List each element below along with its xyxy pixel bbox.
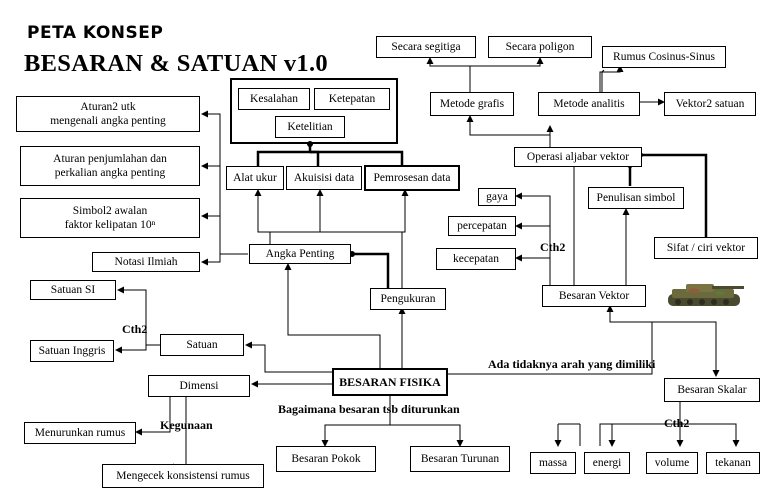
node-menurunkan-rumus: Menurunkan rumus [24,422,136,444]
node-mengecek-konsistensi: Mengecek konsistensi rumus [102,464,264,488]
node-besaran-pokok: Besaran Pokok [276,446,376,472]
node-secara-segitiga: Secara segitiga [376,36,476,58]
title-besaran-satuan: BESARAN & SATUAN v1.0 [24,50,328,77]
tank-image [668,284,744,306]
node-aturan-penjumlahan-line2: perkalian angka penting [54,167,166,179]
label-cth2-vektor: Cth2 [540,240,566,254]
node-vektor2-satuan: Vektor2 satuan [664,92,756,116]
node-gaya: gaya [478,188,516,206]
label-kegunaan: Kegunaan [160,418,213,432]
node-pemrosesan-data: Pemrosesan data [364,165,460,191]
node-kesalahan: Kesalahan [238,88,310,110]
node-tekanan: tekanan [706,452,760,474]
node-besaran-vektor: Besaran Vektor [542,285,646,307]
node-dimensi: Dimensi [148,375,250,397]
node-volume: volume [646,452,698,474]
label-bagaimana-diturunkan: Bagaimana besaran tsb diturunkan [278,402,460,416]
node-energi: energi [584,452,630,474]
node-pengukuran: Pengukuran [370,288,446,310]
node-aturan-penjumlahan-line1: Aturan penjumlahan dan [53,152,167,165]
node-angka-penting: Angka Penting [249,244,351,264]
title-peta-konsep: PETA KONSEP [27,23,164,43]
error-group-box [230,78,398,144]
node-satuan-inggris: Satuan Inggris [30,340,114,362]
node-aturan-penjumlahan: Aturan penjumlahan dan perkalian angka p… [20,146,200,186]
node-rumus-cosinus-sinus: Rumus Cosinus-Sinus [602,46,726,68]
node-besaran-turunan: Besaran Turunan [410,446,510,472]
node-simbol2-awalan: Simbol2 awalan faktor kelipatan 10ⁿ [20,198,200,238]
node-simbol2-line2: faktor kelipatan 10ⁿ [64,219,156,231]
node-aturan2-line1: Aturan2 utk [80,100,136,113]
node-metode-grafis: Metode grafis [430,92,514,116]
node-besaran-skalar: Besaran Skalar [664,378,760,402]
node-besaran-fisika: BESARAN FISIKA [332,368,448,396]
label-ada-tidaknya-arah: Ada tidaknya arah yang dimiliki [488,357,656,371]
node-secara-poligon: Secara poligon [488,36,592,58]
node-aturan2-line2: mengenali angka penting [50,115,166,127]
node-massa: massa [530,452,576,474]
node-alat-ukur: Alat ukur [226,166,284,190]
node-kecepatan: kecepatan [436,248,516,270]
node-satuan: Satuan [160,334,244,356]
node-satuan-si: Satuan SI [30,280,116,300]
node-akuisisi-data: Akuisisi data [286,166,362,190]
node-aturan2-angka-penting: Aturan2 utk mengenali angka penting [16,96,200,132]
label-cth2-skalar: Cth2 [664,416,690,430]
node-ketepatan: Ketepatan [314,88,390,110]
label-cth2-satuan: Cth2 [122,322,148,336]
node-simbol2-line1: Simbol2 awalan [72,204,148,217]
node-percepatan: percepatan [448,216,516,236]
node-notasi-ilmiah: Notasi Ilmiah [92,252,200,272]
node-operasi-aljabar-vektor: Operasi aljabar vektor [514,147,642,167]
node-ketelitian: Ketelitian [275,116,345,138]
node-sifat-ciri-vektor: Sifat / ciri vektor [654,237,758,259]
node-penulisan-simbol: Penulisan simbol [588,187,684,209]
node-metode-analitis: Metode analitis [538,92,640,116]
